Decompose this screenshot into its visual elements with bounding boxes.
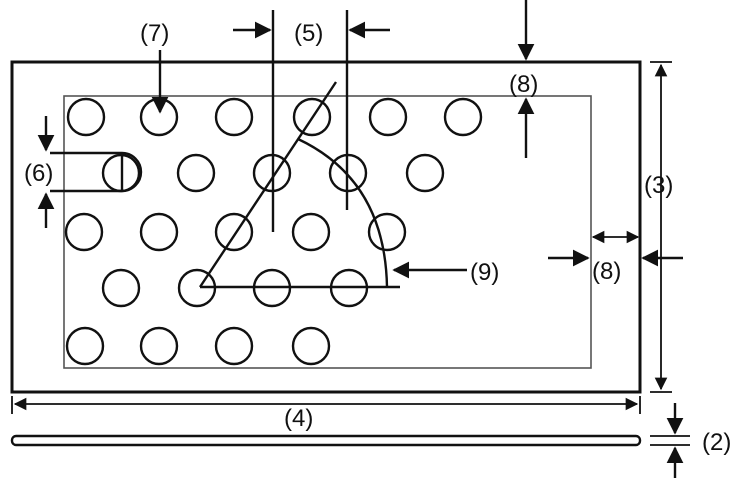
hole (405, 153, 445, 193)
hole (176, 153, 216, 193)
end-slot (50, 151, 143, 193)
perforated-zone-border (63, 95, 592, 369)
hole (64, 212, 104, 252)
plate-side-view (10, 434, 642, 447)
end-feature-label: (6) (24, 160, 53, 187)
hole (291, 212, 331, 252)
pattern-angle-label: (9) (470, 259, 499, 286)
length-label: (4) (284, 405, 313, 432)
hole (66, 97, 106, 137)
hole (214, 212, 254, 252)
hole (443, 97, 483, 137)
angle-arc (297, 137, 389, 288)
hole (139, 326, 179, 366)
hole (367, 212, 407, 252)
hole (291, 326, 331, 366)
thickness-label: (2) (702, 429, 731, 456)
hole (292, 97, 332, 137)
width-label: (3) (644, 172, 673, 199)
hole (214, 97, 254, 137)
hole-spacing-label: (5) (294, 20, 323, 47)
hole (139, 212, 179, 252)
hole-diameter-label: (7) (140, 20, 169, 47)
pitch-diagonal (199, 81, 337, 288)
hole (65, 326, 105, 366)
hole (214, 326, 254, 366)
hole (101, 268, 141, 308)
plate-outline (10, 60, 642, 394)
hole (368, 97, 408, 137)
side-margin-label: (8) (592, 258, 621, 285)
top-margin-label: (8) (509, 71, 538, 98)
